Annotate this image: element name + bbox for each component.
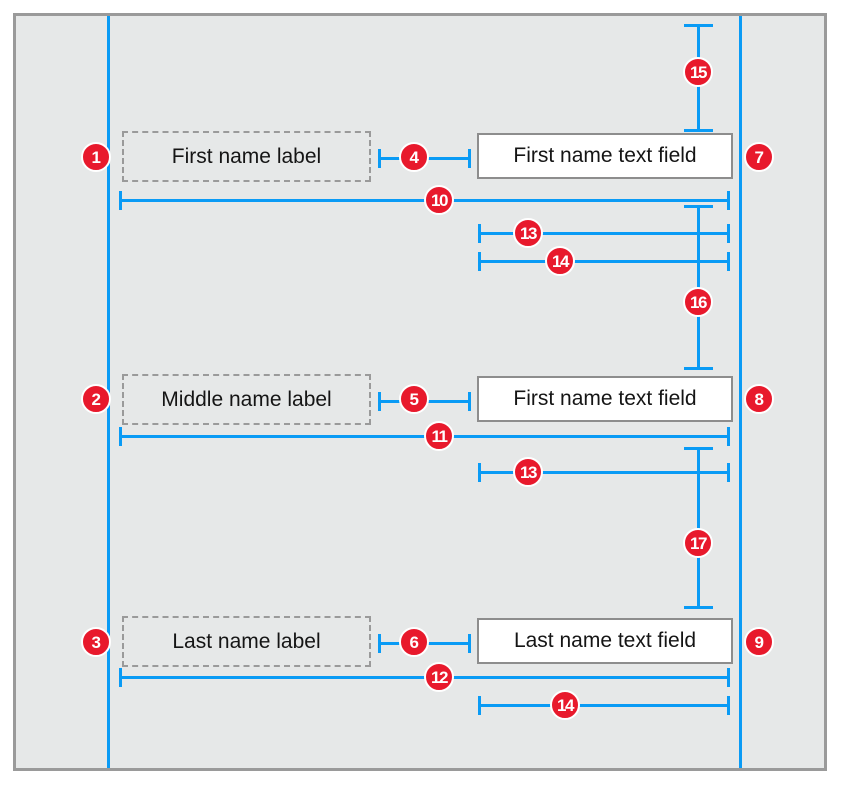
badge-4: 4 — [399, 142, 429, 172]
badge-10: 10 — [424, 185, 454, 215]
badge-12: 12 — [424, 662, 454, 692]
first-name-text-field[interactable]: First name text field — [477, 133, 733, 179]
badge-17: 17 — [683, 528, 713, 558]
badge-9: 9 — [744, 627, 774, 657]
first-name-field-text: First name text field — [513, 144, 697, 167]
badge-16: 16 — [683, 287, 713, 317]
last-name-label-text: Last name label — [172, 629, 321, 653]
badge-11: 11 — [424, 421, 454, 451]
badge-6: 6 — [399, 627, 429, 657]
badge-15: 15 — [683, 57, 713, 87]
badge-2: 2 — [81, 384, 111, 414]
measure-field-width-2a — [478, 463, 730, 482]
last-name-label-box: Last name label — [122, 616, 371, 667]
badge-14-a: 14 — [545, 246, 575, 276]
last-name-field-text: Last name text field — [513, 629, 697, 652]
badge-8: 8 — [744, 384, 774, 414]
measure-field-width-1a — [478, 224, 730, 243]
last-name-text-field[interactable]: Last name text field — [477, 618, 733, 664]
first-name-label-text: First name label — [171, 144, 322, 168]
right-alignment-rail — [739, 16, 742, 768]
first-name-label-box: First name label — [122, 131, 371, 182]
middle-name-text-field[interactable]: First name text field — [477, 376, 733, 422]
badge-7: 7 — [744, 142, 774, 172]
middle-name-label-box: Middle name label — [122, 374, 371, 425]
badge-3: 3 — [81, 627, 111, 657]
middle-name-label-text: Middle name label — [161, 387, 332, 411]
measure-field-width-1b — [478, 252, 730, 271]
badge-1: 1 — [81, 142, 111, 172]
badge-5: 5 — [399, 384, 429, 414]
badge-13-a: 13 — [513, 218, 543, 248]
badge-13-b: 13 — [513, 457, 543, 487]
badge-14-b: 14 — [550, 690, 580, 720]
measure-field-width-3a — [478, 696, 730, 715]
middle-name-field-text: First name text field — [513, 387, 697, 410]
